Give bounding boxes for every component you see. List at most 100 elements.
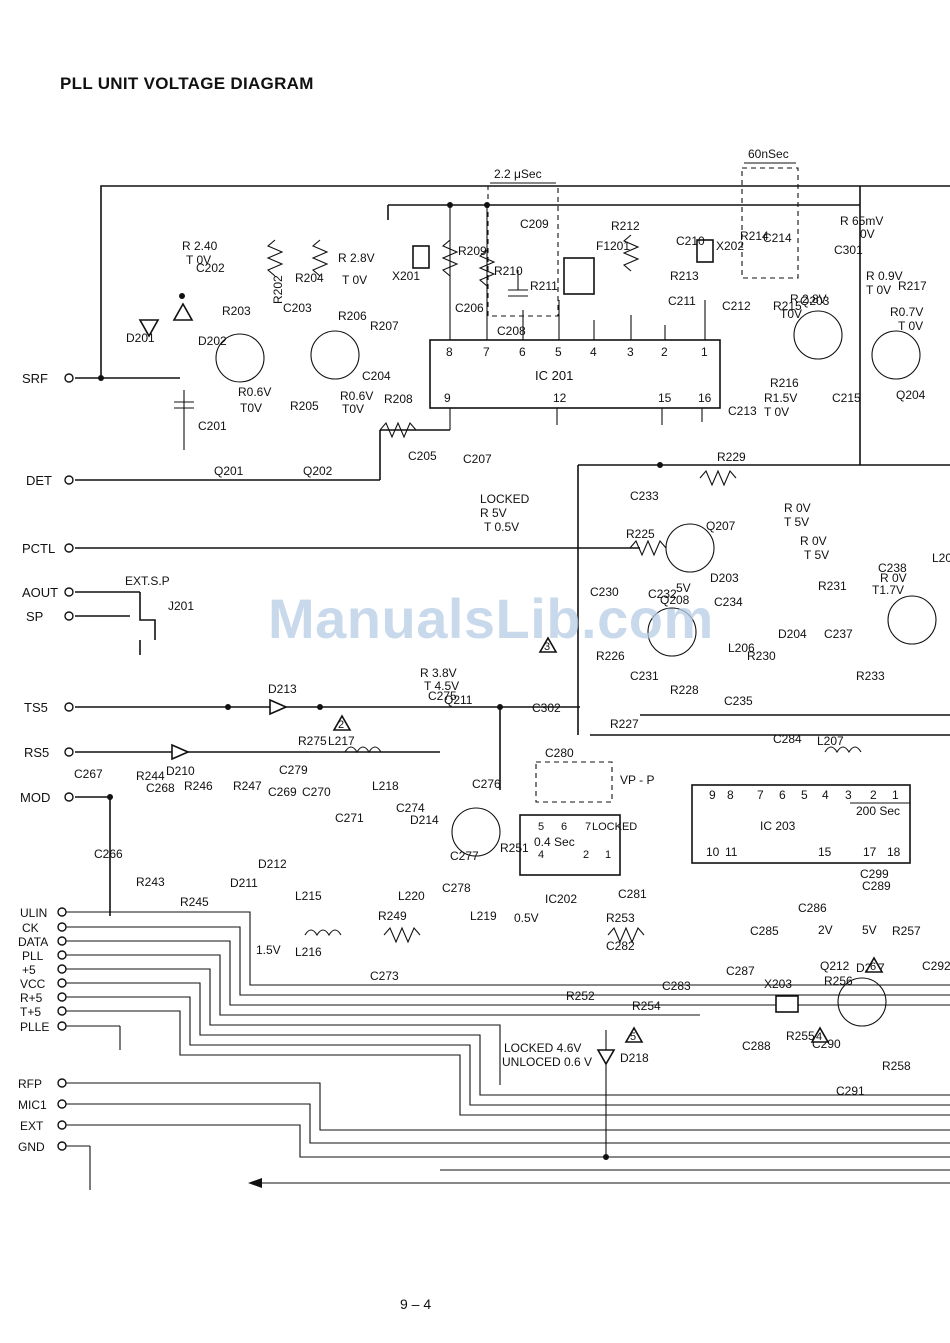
svg-text:2V: 2V xyxy=(818,923,833,937)
svg-text:R226: R226 xyxy=(596,649,625,663)
svg-text:R0.6V: R0.6V xyxy=(340,389,373,403)
label-mic1: MIC1 xyxy=(18,1098,47,1112)
svg-text:R 0V: R 0V xyxy=(784,501,811,515)
svg-text:C283: C283 xyxy=(662,979,691,993)
label-gnd: GND xyxy=(18,1140,45,1154)
label-det: DET xyxy=(26,473,52,488)
label-ts5: TS5 xyxy=(24,700,48,715)
svg-text:R275: R275 xyxy=(298,734,327,748)
crystal-x201 xyxy=(412,245,430,269)
svg-text:R 2.8V: R 2.8V xyxy=(338,251,375,265)
bus-connectors: ULIN CK DATA PLL +5 VCC R+5 T+5 PLLE RFP… xyxy=(18,906,67,1154)
svg-text:2.2 μSec: 2.2 μSec xyxy=(494,167,542,181)
svg-text:D201: D201 xyxy=(126,331,155,345)
svg-text:8: 8 xyxy=(446,345,453,359)
svg-text:X201: X201 xyxy=(392,269,420,283)
crystal-x203 xyxy=(775,995,799,1013)
svg-text:IC 201: IC 201 xyxy=(535,368,573,383)
svg-text:18: 18 xyxy=(887,845,901,859)
svg-text:R255: R255 xyxy=(786,1029,815,1043)
svg-text:C235: C235 xyxy=(724,694,753,708)
ic-202: 5 6 7 LOCKED 4 2 1 IC202 xyxy=(519,814,637,906)
svg-text:R216: R216 xyxy=(770,376,799,390)
svg-text:D202: D202 xyxy=(198,334,227,348)
svg-text:R206: R206 xyxy=(338,309,367,323)
page-number: 9 – 4 xyxy=(400,1296,432,1312)
transistors: Q201 Q202 Q203 Q204 Q207 Q208 Q211 Q212 xyxy=(214,294,937,1027)
svg-text:C273: C273 xyxy=(370,969,399,983)
svg-text:T 0V: T 0V xyxy=(898,319,923,333)
svg-text:C278: C278 xyxy=(442,881,471,895)
label-ulin: ULIN xyxy=(20,906,47,920)
svg-text:C202: C202 xyxy=(196,261,225,275)
svg-text:R254: R254 xyxy=(632,999,661,1013)
svg-text:D210: D210 xyxy=(166,764,195,778)
q209-symbol xyxy=(887,595,937,645)
label-data: DATA xyxy=(18,935,48,949)
svg-text:7: 7 xyxy=(483,345,490,359)
svg-text:L218: L218 xyxy=(372,779,399,793)
q204-symbol xyxy=(871,330,921,380)
svg-text:R228: R228 xyxy=(670,683,699,697)
svg-text:R 3.8V: R 3.8V xyxy=(420,666,457,680)
label-sp: SP xyxy=(26,609,43,624)
svg-text:3: 3 xyxy=(845,788,852,802)
svg-text:IC202: IC202 xyxy=(545,892,577,906)
label-aout: AOUT xyxy=(22,585,58,600)
svg-text:T 0V: T 0V xyxy=(764,405,789,419)
svg-text:C214: C214 xyxy=(763,231,792,245)
jack-label: EXT.S.P xyxy=(125,574,170,588)
svg-text:R244: R244 xyxy=(136,769,165,783)
svg-text:8: 8 xyxy=(727,788,734,802)
jack-ref: J201 xyxy=(168,599,194,613)
svg-text:R 65mV: R 65mV xyxy=(840,214,883,228)
svg-text:1: 1 xyxy=(605,849,611,861)
inductor-l216 xyxy=(304,929,342,937)
jack-j201: EXT.S.P J201 xyxy=(75,574,194,655)
svg-text:R252: R252 xyxy=(566,989,595,1003)
svg-text:C232: C232 xyxy=(648,587,677,601)
ic-203: 9 8 7 6 5 4 3 2 1 IC 203 10 11 15 17 18 xyxy=(691,784,911,864)
junction-dots xyxy=(98,202,663,1160)
diode-d213 xyxy=(269,698,288,716)
svg-text:7: 7 xyxy=(757,788,764,802)
svg-text:D214: D214 xyxy=(410,813,439,827)
svg-text:T 4.5V: T 4.5V xyxy=(424,679,459,693)
svg-text:L219: L219 xyxy=(470,909,497,923)
svg-text:C266: C266 xyxy=(94,847,123,861)
svg-text:Q204: Q204 xyxy=(896,388,926,402)
svg-text:4: 4 xyxy=(590,345,597,359)
svg-text:L208: L208 xyxy=(932,551,950,565)
svg-text:2: 2 xyxy=(338,719,344,731)
diode-d218 xyxy=(596,1049,616,1066)
connector-srf xyxy=(64,373,74,383)
svg-text:R204: R204 xyxy=(295,271,324,285)
svg-text:R247: R247 xyxy=(233,779,262,793)
svg-text:D204: D204 xyxy=(778,627,807,641)
connector-mod xyxy=(64,792,74,802)
svg-text:60nSec: 60nSec xyxy=(748,147,789,161)
svg-text:L206: L206 xyxy=(728,641,755,655)
diode-d210 xyxy=(171,743,190,761)
svg-text:R202: R202 xyxy=(271,275,285,304)
ic-201: IC 201 8 7 6 5 4 3 2 1 9 12 15 16 xyxy=(429,339,721,409)
svg-text:T 5V: T 5V xyxy=(804,548,829,562)
svg-text:C209: C209 xyxy=(520,217,549,231)
svg-text:C231: C231 xyxy=(630,669,659,683)
svg-text:T0V: T0V xyxy=(780,307,802,321)
svg-text:9: 9 xyxy=(444,391,451,405)
svg-text:C230: C230 xyxy=(590,585,619,599)
label-rs5: RS5 xyxy=(24,745,49,760)
svg-text:R243: R243 xyxy=(136,875,165,889)
label-vcc: VCC xyxy=(20,977,46,991)
svg-text:R 0V: R 0V xyxy=(800,534,827,548)
svg-text:3: 3 xyxy=(627,345,634,359)
svg-text:1: 1 xyxy=(892,788,899,802)
svg-text:C285: C285 xyxy=(750,924,779,938)
svg-text:R 2.40: R 2.40 xyxy=(182,239,218,253)
svg-text:R209: R209 xyxy=(458,244,487,258)
svg-text:L220: L220 xyxy=(398,889,425,903)
svg-text:C201: C201 xyxy=(198,419,227,433)
svg-text:6: 6 xyxy=(519,345,526,359)
svg-text:R0.7V: R0.7V xyxy=(890,305,923,319)
